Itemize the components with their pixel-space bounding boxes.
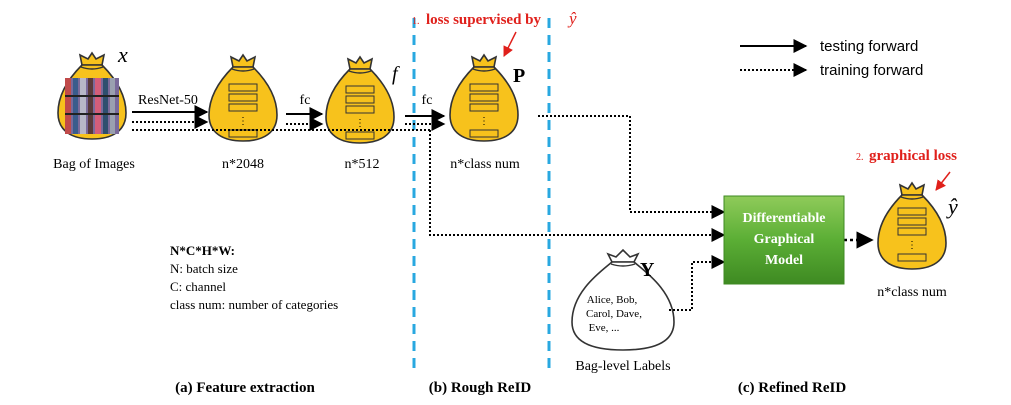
section-c-caption: (c) Refined ReID (738, 380, 846, 396)
dotted-feature-to-model (429, 130, 726, 242)
dotted-labels-to-model (669, 255, 726, 311)
model-line3: Model (765, 253, 803, 268)
dim-2048-label: n*2048 (222, 157, 264, 172)
labels-line2: Carol, Dave, (586, 308, 642, 320)
notation-classnum: class num: number of categories (170, 297, 338, 312)
loss2-arrow (935, 171, 951, 191)
dotted-p-to-model (538, 115, 726, 219)
bag-labels-icon (571, 248, 675, 351)
backbone-label: ResNet-50 (138, 93, 198, 108)
graphical-model-box (723, 195, 845, 285)
model-line1: Differentiable (743, 211, 826, 226)
legend-testing-label: testing forward (820, 38, 918, 55)
fc1-label: fc (300, 93, 311, 108)
notation-n: N: batch size (170, 261, 238, 276)
f-symbol: f (392, 63, 400, 85)
notation-title: N*C*H*W: (170, 243, 235, 258)
fc2-label: fc (422, 93, 433, 108)
svg-text:⋮: ⋮ (907, 240, 917, 251)
svg-text:⋮: ⋮ (355, 118, 365, 129)
model-line2: Graphical (754, 232, 815, 247)
y-symbol: Y (640, 259, 655, 281)
loss1-text: loss supervised by (426, 12, 542, 28)
loss1-arrow (503, 31, 517, 57)
dim-512-label: n*512 (345, 157, 380, 172)
dim-classnum-label-2: n*class num (877, 285, 947, 300)
bag-p-icon: ⋮ (449, 54, 519, 142)
section-a-caption: (a) Feature extraction (175, 380, 315, 396)
legend-training-label: training forward (820, 62, 923, 79)
svg-text:⋮: ⋮ (479, 116, 489, 127)
labels-line3: Eve, ... (589, 322, 620, 334)
bag-512-icon: ⋮ (325, 56, 395, 144)
loss2-prefix: 2. (856, 152, 864, 163)
bag-2048-icon: ⋮ (208, 54, 278, 142)
loss1-yhat: ŷ (567, 9, 577, 28)
bag-of-images-icon (57, 52, 127, 140)
bag-of-images-label: Bag of Images (53, 157, 135, 172)
labels-line1: Alice, Bob, (587, 294, 638, 306)
notation-c: C: channel (170, 279, 226, 294)
bag-x-symbol: x (117, 42, 128, 67)
loss1-prefix: 1. (412, 16, 420, 27)
bag-yhat-icon: ⋮ (877, 182, 947, 270)
p-symbol: P (513, 65, 525, 87)
bag-labels-caption: Bag-level Labels (575, 359, 670, 374)
loss2-text: graphical loss (869, 148, 957, 164)
yhat-symbol: ŷ (946, 194, 958, 219)
dim-classnum-label-1: n*class num (450, 157, 520, 172)
section-b-caption: (b) Rough ReID (429, 380, 532, 396)
svg-text:⋮: ⋮ (238, 116, 248, 127)
